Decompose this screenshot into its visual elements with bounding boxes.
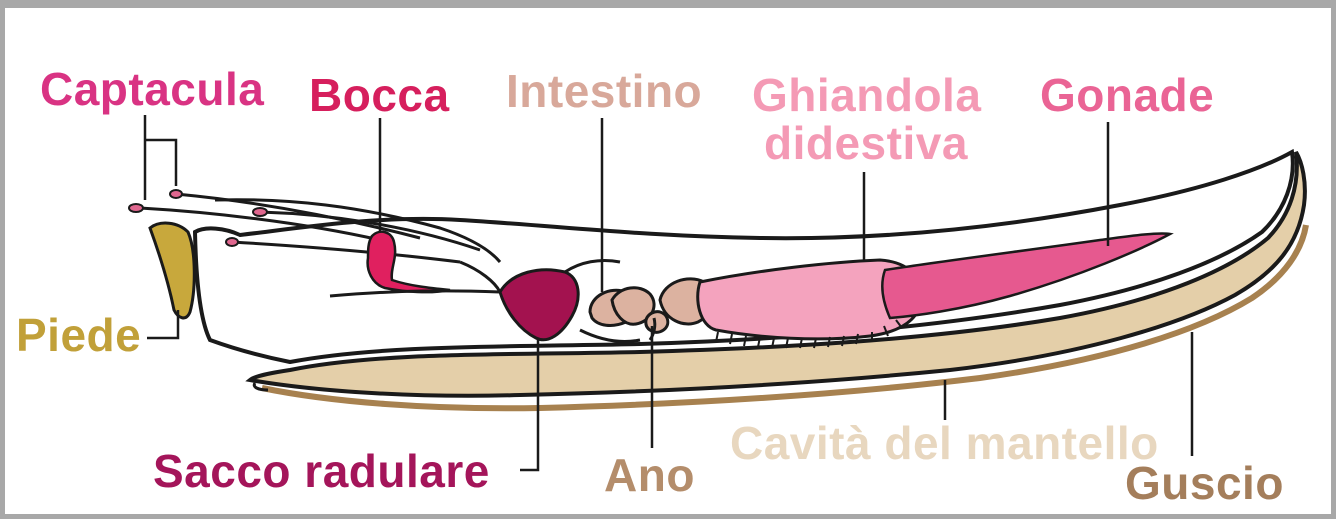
label-guscio: Guscio — [1125, 460, 1284, 506]
label-piede: Piede — [16, 312, 141, 358]
label-captacula: Captacula — [40, 66, 264, 112]
label-ano: Ano — [604, 452, 695, 498]
label-bocca: Bocca — [309, 72, 450, 118]
label-ghiandola-line2: didestiva — [764, 120, 968, 167]
foot — [150, 223, 194, 318]
label-gonade: Gonade — [1040, 72, 1214, 118]
label-sacco-radulare: Sacco radulare — [153, 448, 490, 494]
label-ghiandola-line1: Ghiandola — [752, 72, 981, 119]
label-intestino: Intestino — [506, 68, 702, 114]
label-cavita-del-mantello: Cavità del mantello — [730, 420, 1159, 466]
